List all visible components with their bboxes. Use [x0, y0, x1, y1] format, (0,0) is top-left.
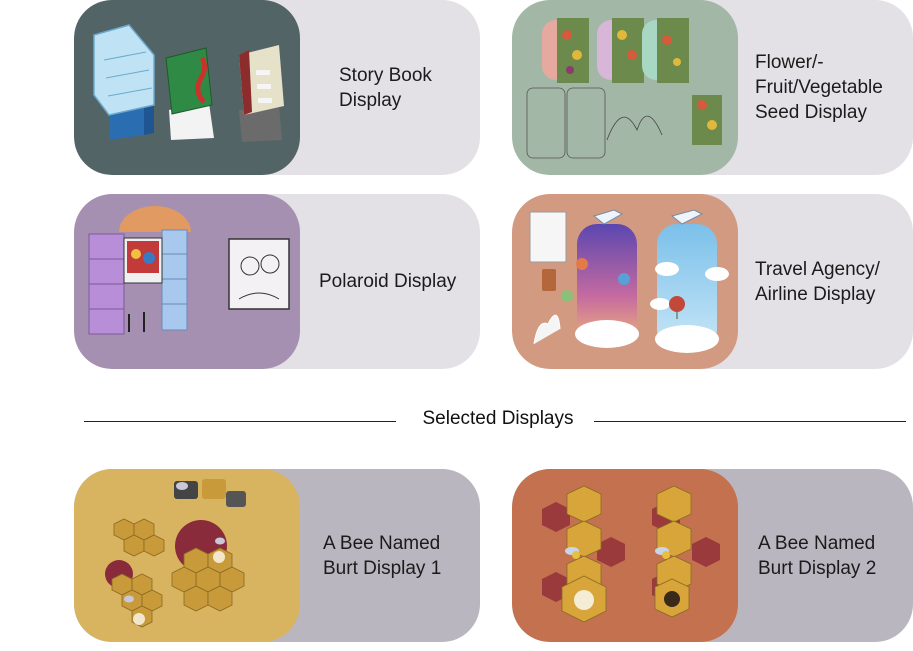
card-label: A Bee Named Burt Display 2: [758, 532, 877, 579]
card-label: Travel Agency/ Airline Display: [755, 258, 880, 305]
story-book-thumbnail: [74, 0, 300, 175]
section-title: Selected Displays: [422, 408, 574, 429]
card-label: Story Book Display: [339, 64, 432, 111]
divider-left: [84, 421, 396, 422]
card-label: A Bee Named Burt Display 1: [323, 532, 442, 579]
bee-display-1-thumbnail: [74, 469, 300, 642]
travel-thumbnail: [512, 194, 738, 369]
card-travel-agency[interactable]: Travel Agency/ Airline Display: [512, 194, 913, 369]
seed-display-thumbnail: [512, 0, 738, 175]
polaroid-thumbnail: [74, 194, 300, 369]
book-display-illustration: [93, 24, 284, 142]
card-label: Polaroid Display: [319, 271, 457, 292]
card-seed-display[interactable]: Flower/- Fruit/Vegetable Seed Display: [512, 0, 913, 175]
bee-display-2-illustration: [542, 485, 720, 623]
card-label: Flower/- Fruit/Vegetable Seed Display: [755, 52, 883, 123]
polaroid-illustration: [88, 206, 290, 335]
card-polaroid[interactable]: Polaroid Display: [74, 194, 480, 369]
bee-display-2-thumbnail: [512, 469, 738, 642]
card-story-book[interactable]: Story Book Display: [74, 0, 480, 175]
travel-illustration: [529, 209, 729, 353]
bee-display-1-illustration: [105, 479, 246, 628]
card-bee-display-1[interactable]: A Bee Named Burt Display 1: [74, 469, 480, 642]
card-bee-display-2[interactable]: A Bee Named Burt Display 2: [512, 469, 913, 642]
seed-display-illustration: [526, 18, 722, 159]
divider-right: [594, 421, 906, 422]
